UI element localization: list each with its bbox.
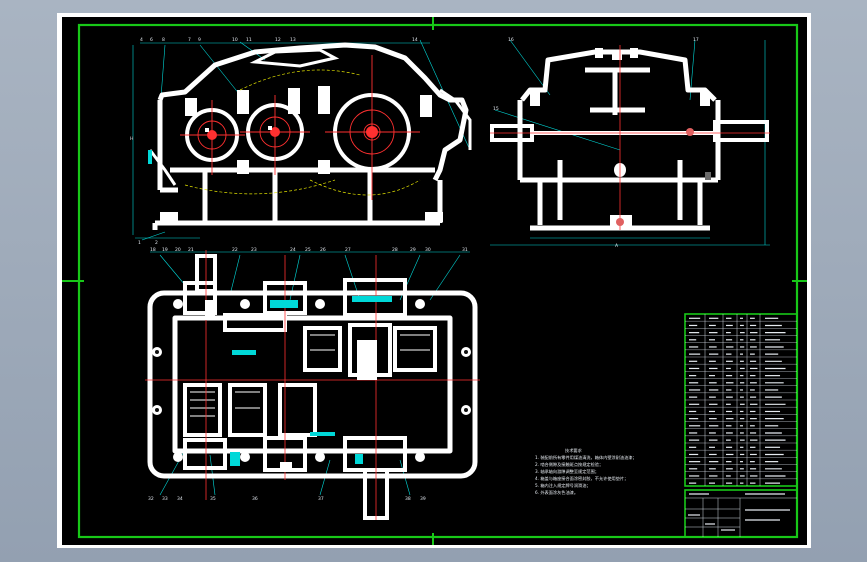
svg-text:23: 23 bbox=[251, 247, 257, 253]
svg-text:24: 24 bbox=[290, 247, 296, 253]
note-line: 3. 轴承轴向游隙调整至规定范围； bbox=[535, 468, 599, 475]
svg-text:34: 34 bbox=[177, 496, 183, 502]
centring-marks bbox=[62, 17, 807, 545]
svg-text:A: A bbox=[615, 243, 619, 249]
technical-notes: 技术要求 1. 装配前所有零件用煤油清洗，箱体内壁涂耐油油漆； 2. 啮合侧隙及… bbox=[535, 447, 637, 496]
svg-text:38: 38 bbox=[405, 496, 411, 502]
note-line: 6. 外表面涂灰色油漆。 bbox=[535, 489, 578, 496]
svg-text:36: 36 bbox=[252, 496, 258, 502]
svg-text:19: 19 bbox=[162, 247, 168, 253]
svg-text:25: 25 bbox=[305, 247, 311, 253]
title-block-frame bbox=[684, 489, 798, 538]
drawing-area bbox=[62, 17, 807, 545]
svg-text:8: 8 bbox=[162, 37, 165, 43]
svg-text:28: 28 bbox=[392, 247, 398, 253]
svg-text:11: 11 bbox=[246, 37, 252, 43]
svg-text:29: 29 bbox=[410, 247, 416, 253]
svg-text:H: H bbox=[130, 136, 133, 142]
note-line: 5. 箱内注入规定牌号润滑油； bbox=[535, 482, 591, 489]
note-line: 4. 箱盖与箱座接合面涂密封胶，不允许使用垫片； bbox=[535, 475, 628, 482]
svg-text:12: 12 bbox=[275, 37, 281, 43]
svg-text:32: 32 bbox=[148, 496, 154, 502]
svg-text:7: 7 bbox=[188, 37, 191, 43]
svg-text:13: 13 bbox=[290, 37, 296, 43]
svg-text:1: 1 bbox=[138, 240, 141, 246]
svg-text:10: 10 bbox=[232, 37, 238, 43]
parts-list bbox=[684, 313, 798, 487]
svg-text:30: 30 bbox=[425, 247, 431, 253]
svg-text:37: 37 bbox=[318, 496, 324, 502]
svg-text:21: 21 bbox=[188, 247, 194, 253]
title-block bbox=[684, 489, 798, 538]
svg-text:2: 2 bbox=[155, 240, 158, 246]
side-view: 16 17 15A bbox=[490, 37, 770, 249]
svg-text:33: 33 bbox=[162, 496, 168, 502]
svg-text:31: 31 bbox=[462, 247, 468, 253]
notes-title: 技术要求 bbox=[565, 447, 583, 454]
svg-text:27: 27 bbox=[345, 247, 351, 253]
svg-text:22: 22 bbox=[232, 247, 238, 253]
note-line: 1. 装配前所有零件用煤油清洗，箱体内壁涂耐油油漆； bbox=[535, 454, 637, 461]
svg-text:20: 20 bbox=[175, 247, 181, 253]
svg-text:35: 35 bbox=[210, 496, 216, 502]
svg-text:39: 39 bbox=[420, 496, 426, 502]
svg-text:6: 6 bbox=[150, 37, 153, 43]
svg-text:9: 9 bbox=[198, 37, 201, 43]
svg-text:14: 14 bbox=[412, 37, 418, 43]
svg-text:16: 16 bbox=[508, 37, 514, 43]
svg-text:17: 17 bbox=[693, 37, 699, 43]
svg-text:18: 18 bbox=[150, 247, 156, 253]
svg-text:26: 26 bbox=[320, 247, 326, 253]
svg-text:4: 4 bbox=[140, 37, 143, 43]
note-line: 2. 啮合侧隙及接触斑点按规定检验； bbox=[535, 461, 603, 468]
svg-text:15: 15 bbox=[493, 106, 499, 112]
